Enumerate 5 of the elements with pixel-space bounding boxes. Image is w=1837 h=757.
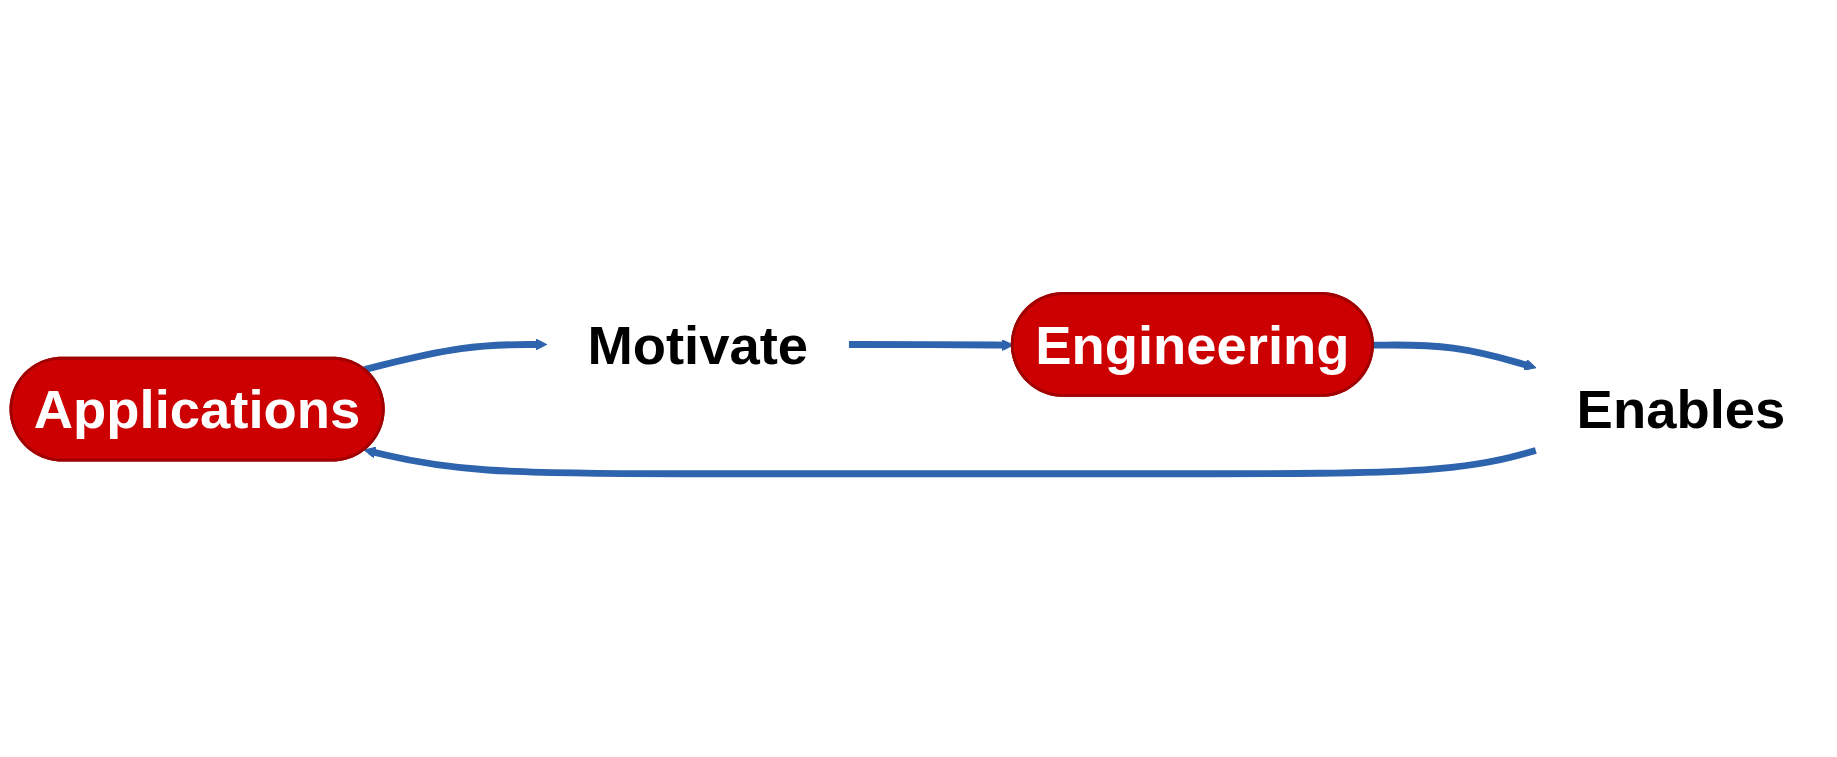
node-text: Enables	[1576, 379, 1786, 440]
node-text: Motivate	[587, 314, 809, 375]
arrow	[363, 446, 1537, 478]
arrow	[363, 338, 548, 373]
arrow	[1373, 341, 1537, 371]
